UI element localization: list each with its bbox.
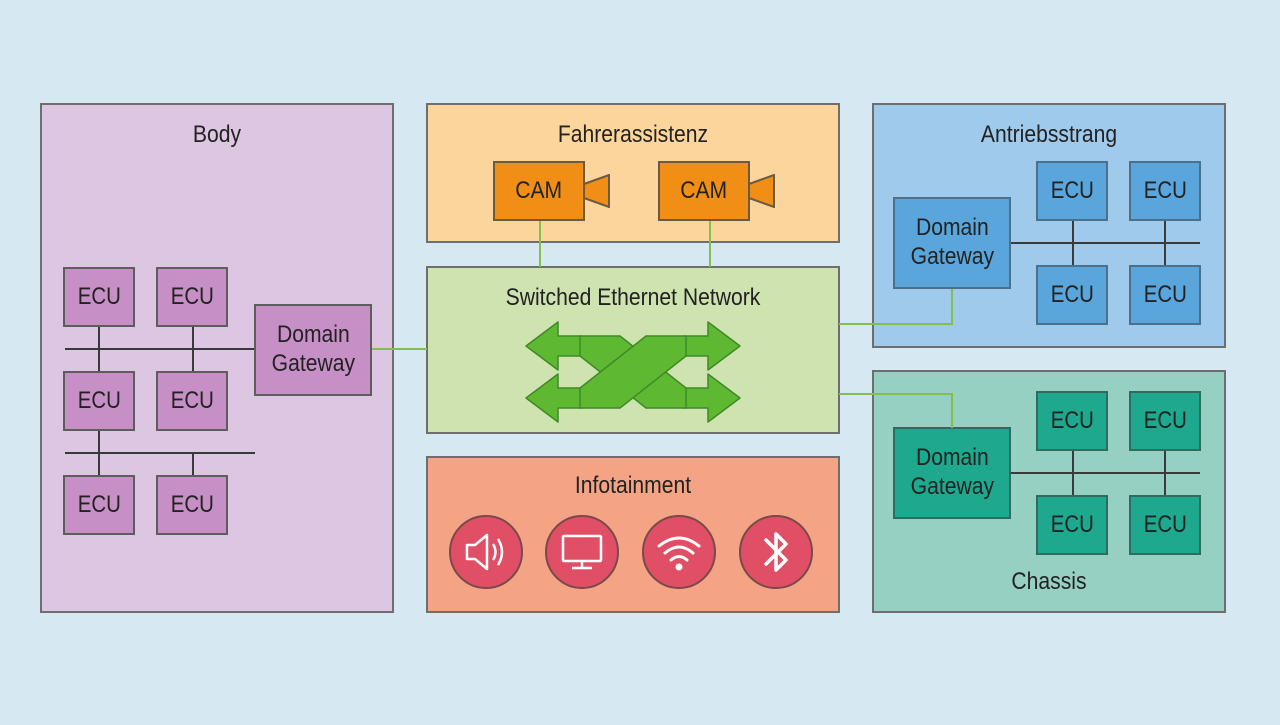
body-link [192, 326, 194, 372]
body-ecu: ECU [63, 267, 135, 327]
body-link [192, 452, 194, 476]
body-ecu: ECU [63, 475, 135, 535]
infotainment-title: Infotainment [574, 472, 692, 499]
wifi-icon [642, 515, 716, 589]
chassis-ecu: ECU [1129, 391, 1201, 451]
camera-lens-icon [748, 174, 775, 208]
ethernet-link-antriebsstrang [951, 289, 953, 325]
camera-lens-icon [583, 174, 610, 208]
body-ecu: ECU [156, 371, 228, 431]
antriebsstrang-link [1072, 220, 1074, 266]
antriebsstrang-title: Antriebsstrang [980, 121, 1118, 148]
chassis-ecu: ECU [1036, 495, 1108, 555]
body-ecu: ECU [156, 267, 228, 327]
antriebsstrang-domain-gateway: Domain Gateway [893, 197, 1011, 289]
ethernet-link-chassis [951, 393, 953, 428]
chassis-title: Chassis [1011, 568, 1087, 595]
ethernet-link-cam-right [709, 221, 711, 267]
body-ecu: ECU [63, 371, 135, 431]
camera: CAM [493, 161, 585, 221]
body-bus-lower [65, 452, 255, 454]
ethernet-link-antriebsstrang [839, 323, 953, 325]
camera: CAM [658, 161, 750, 221]
chassis-domain-gateway: Domain Gateway [893, 427, 1011, 519]
chassis-ecu: ECU [1036, 391, 1108, 451]
antriebsstrang-ecu: ECU [1129, 161, 1201, 221]
chassis-bus [1010, 472, 1200, 474]
body-bus-upper [65, 348, 255, 350]
fahrerassistenz-title: Fahrerassistenz [557, 121, 709, 148]
antriebsstrang-bus [1010, 242, 1200, 244]
bluetooth-icon [739, 515, 813, 589]
antriebsstrang-ecu: ECU [1036, 161, 1108, 221]
body-title: Body [192, 121, 242, 148]
body-link [98, 326, 100, 372]
ethernet-link-chassis [839, 393, 953, 395]
ethernet-link-body [372, 348, 427, 350]
antriebsstrang-ecu: ECU [1036, 265, 1108, 325]
monitor-icon [545, 515, 619, 589]
network-title: Switched Ethernet Network [505, 284, 761, 311]
switch-arrows-icon [525, 321, 741, 423]
body-ecu: ECU [156, 475, 228, 535]
body-link [98, 430, 100, 476]
chassis-link [1164, 450, 1166, 496]
fahrerassistenz-domain: Fahrerassistenz [426, 103, 840, 243]
chassis-ecu: ECU [1129, 495, 1201, 555]
ethernet-link-cam-left [539, 221, 541, 267]
antriebsstrang-link [1164, 220, 1166, 266]
speaker-icon [449, 515, 523, 589]
chassis-link [1072, 450, 1074, 496]
antriebsstrang-ecu: ECU [1129, 265, 1201, 325]
body-domain-gateway: Domain Gateway [254, 304, 372, 396]
